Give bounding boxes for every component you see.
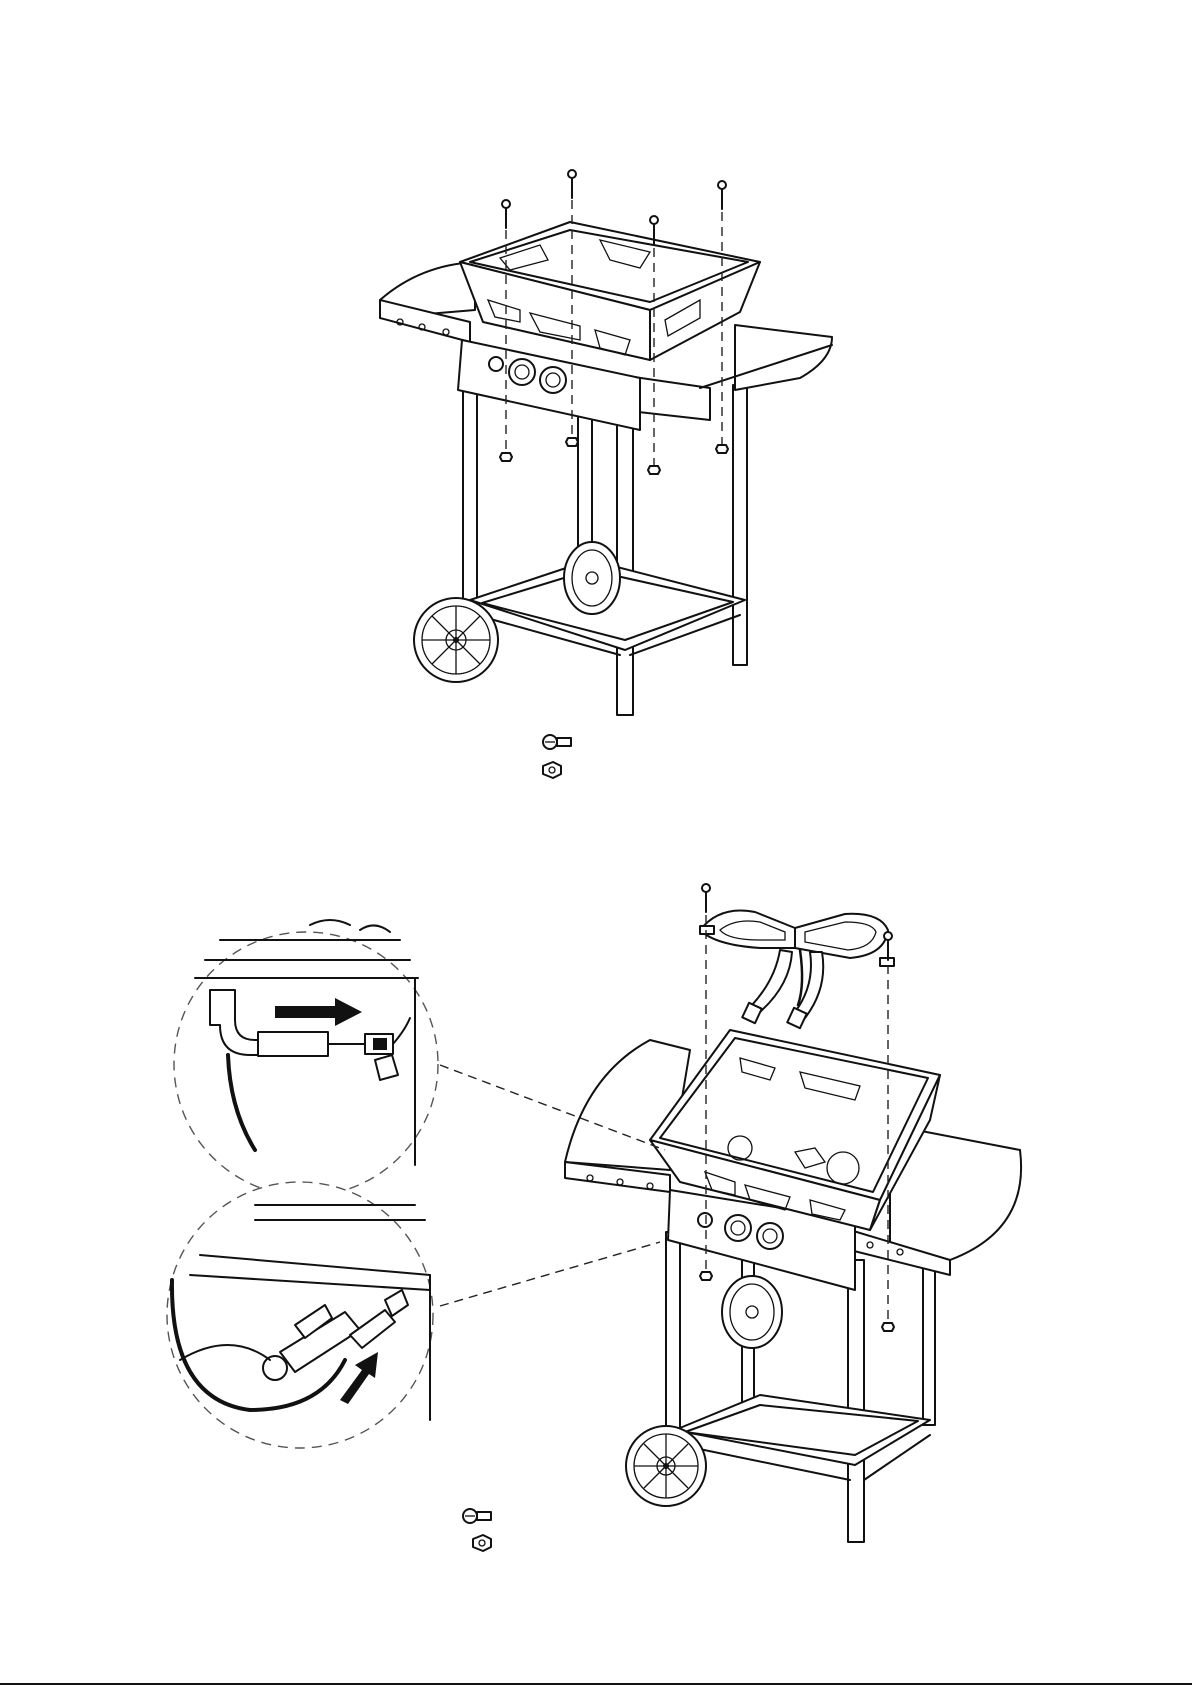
nut-icon xyxy=(882,1323,894,1331)
firebox xyxy=(460,222,760,360)
control-knob-right xyxy=(540,367,566,393)
bolt-icon xyxy=(884,932,892,960)
left-side-shelf xyxy=(380,262,475,342)
step-a-hardware-legend xyxy=(543,735,571,778)
burner-valve-connection-detail xyxy=(167,1182,433,1448)
igniter-wire-connection-detail xyxy=(174,920,438,1196)
bolt-icon xyxy=(718,181,726,209)
rear-wheel xyxy=(564,542,620,614)
front-wheel xyxy=(626,1426,706,1506)
nut-icon xyxy=(543,762,561,778)
bolt-icon xyxy=(543,735,571,749)
bolt-icon xyxy=(702,884,710,912)
control-knob-right xyxy=(757,1223,783,1249)
bolt-icon xyxy=(502,200,510,228)
nut-icon xyxy=(648,466,660,474)
rear-wheel xyxy=(722,1276,782,1348)
nut-icon xyxy=(566,438,578,446)
nut-icon xyxy=(500,453,512,461)
bolt-icon xyxy=(463,1509,491,1523)
control-knob-left xyxy=(725,1215,751,1241)
nut-icon xyxy=(700,1272,712,1280)
control-knob-left xyxy=(509,359,535,385)
bolt-icon xyxy=(568,170,576,198)
step-b-hardware-legend xyxy=(463,1509,491,1551)
burner-assembly xyxy=(700,910,894,1028)
detail-leader-line-bottom xyxy=(440,1242,660,1306)
nut-icon xyxy=(716,445,728,453)
nut-icon xyxy=(473,1535,491,1551)
step-a-assembly xyxy=(380,170,832,778)
control-panel xyxy=(458,340,640,430)
step-b-assembly xyxy=(167,884,1021,1551)
front-wheel xyxy=(414,598,498,682)
